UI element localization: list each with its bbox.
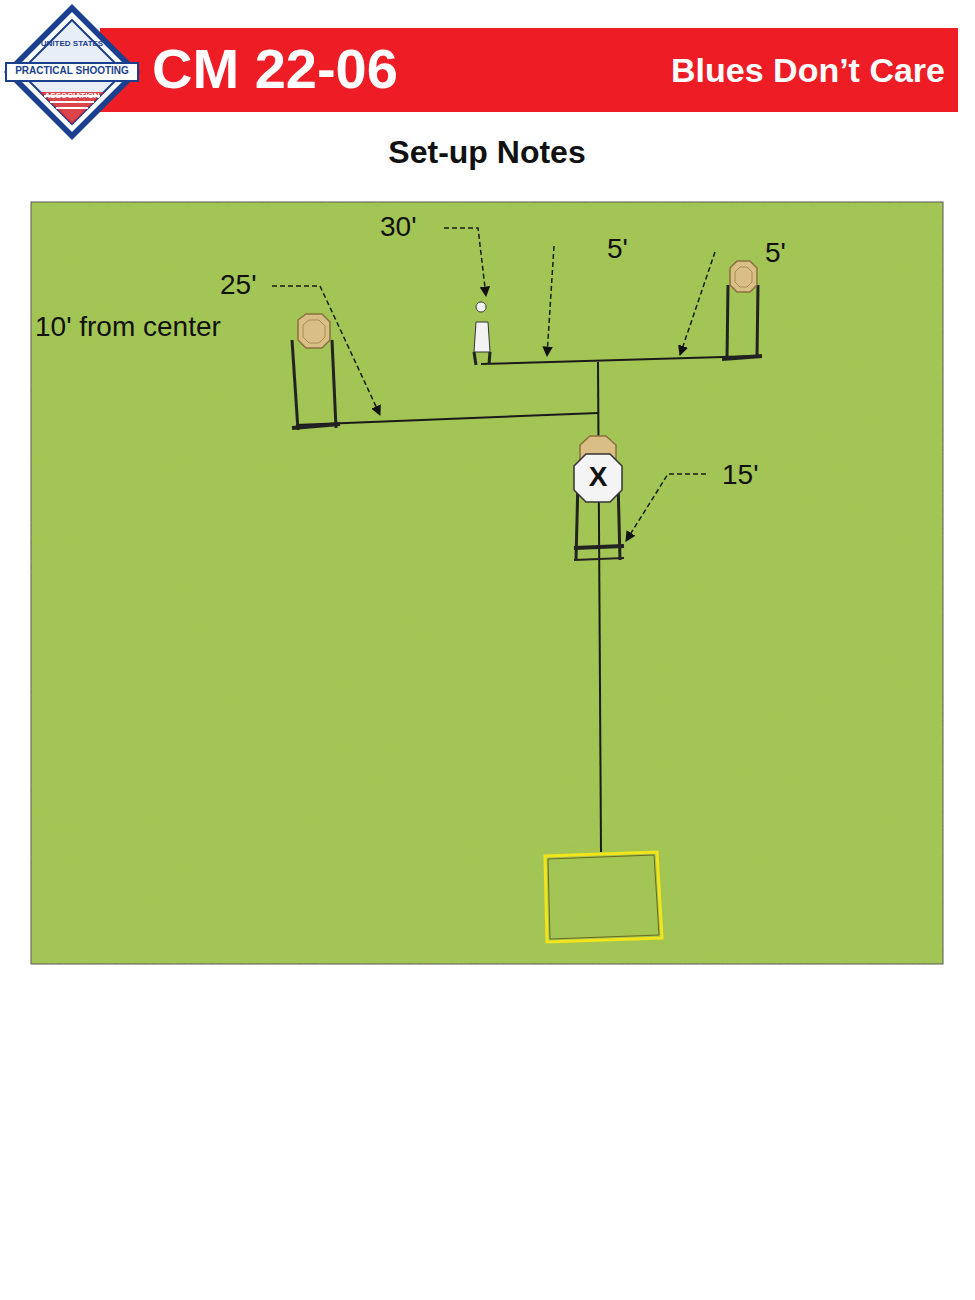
title-banner bbox=[100, 28, 958, 112]
dimension-label: 30' bbox=[380, 212, 417, 243]
paper-target bbox=[722, 261, 762, 360]
logo-text: UNITED STATES bbox=[41, 40, 103, 49]
dimension-label: 5' bbox=[607, 234, 628, 265]
logo-text: ASSOCIATION bbox=[45, 92, 100, 101]
paper-target bbox=[292, 314, 340, 430]
setup-note: 10' from center bbox=[35, 312, 221, 343]
no-shoot-silhouette bbox=[474, 302, 490, 365]
range-field bbox=[31, 202, 943, 964]
measure-lines bbox=[296, 356, 757, 852]
stage-title: CM 22-06 bbox=[152, 38, 398, 100]
hardcover-mark: X bbox=[589, 462, 608, 493]
hardcover-target bbox=[574, 436, 624, 560]
grass-texture bbox=[31, 202, 943, 964]
shooting-box-edge bbox=[548, 855, 659, 939]
shooting-box bbox=[545, 852, 662, 942]
leader-lines bbox=[272, 228, 715, 541]
section-heading: Set-up Notes bbox=[388, 135, 585, 170]
dimension-label: 5' bbox=[765, 238, 786, 269]
stage-name: Blues Don’t Care bbox=[671, 52, 945, 89]
dimension-label: 25' bbox=[220, 270, 257, 301]
logo-text: PRACTICAL SHOOTING bbox=[15, 65, 129, 76]
uspsa-logo bbox=[4, 4, 140, 140]
dimension-label: 15' bbox=[722, 460, 759, 491]
